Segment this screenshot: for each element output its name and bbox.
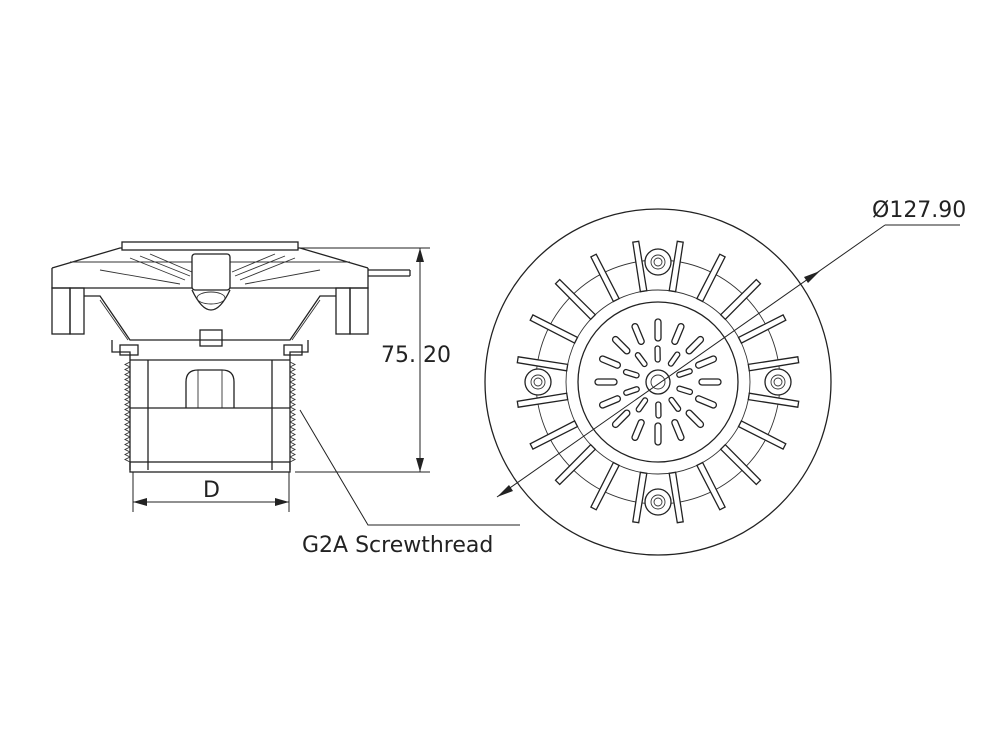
- fin: [529, 420, 579, 450]
- slot: [676, 385, 694, 396]
- radial-fins: [516, 240, 800, 524]
- side-view-posts: [51, 287, 369, 347]
- fin: [696, 253, 726, 303]
- slot: [668, 396, 682, 412]
- slot: [685, 409, 705, 429]
- grate-slots: [594, 318, 722, 446]
- fin: [590, 253, 620, 303]
- slot: [611, 409, 631, 429]
- mount-hole: [644, 488, 672, 516]
- height-dimension: 75. 20: [295, 247, 451, 473]
- mounting-holes: [524, 248, 792, 516]
- fin: [719, 278, 762, 321]
- slot: [631, 322, 645, 346]
- side-view-cap: [51, 241, 411, 311]
- fin: [668, 471, 684, 524]
- fin: [590, 461, 620, 511]
- slot: [667, 351, 681, 367]
- fin: [696, 461, 726, 511]
- slot: [622, 368, 640, 379]
- mount-hole: [764, 368, 792, 396]
- fin: [747, 356, 800, 372]
- center-hub: [645, 369, 671, 395]
- slot: [623, 386, 640, 396]
- side-view: 75. 20 D G2A Screwthread: [51, 241, 520, 558]
- width-dimension: D: [132, 472, 290, 512]
- fin: [719, 443, 762, 486]
- slot: [671, 418, 685, 442]
- diameter-dim-label: Ø127.90: [872, 198, 966, 223]
- slot: [611, 335, 631, 355]
- slot: [694, 355, 718, 369]
- fin: [668, 240, 684, 293]
- slot: [654, 345, 661, 363]
- grate-disc: [577, 301, 739, 463]
- fin: [737, 420, 787, 450]
- fin: [632, 471, 648, 524]
- slot: [655, 401, 662, 419]
- thread-leader: G2A Screwthread: [299, 409, 520, 558]
- slot: [671, 322, 685, 346]
- side-view-body: [111, 340, 309, 473]
- fin: [632, 240, 648, 293]
- height-dim-label: 75. 20: [381, 343, 451, 368]
- slot: [634, 352, 648, 368]
- fin: [554, 443, 597, 486]
- slot: [631, 418, 645, 442]
- thread-note-label: G2A Screwthread: [302, 533, 493, 558]
- slot: [694, 395, 718, 409]
- width-dim-label: D: [203, 478, 220, 503]
- mount-hole: [644, 248, 672, 276]
- slot: [635, 397, 649, 413]
- fin: [529, 314, 579, 344]
- slot: [654, 318, 662, 342]
- slot: [654, 422, 662, 446]
- fin: [737, 314, 787, 344]
- slot: [698, 378, 722, 386]
- slot: [676, 368, 693, 378]
- fin: [747, 392, 800, 408]
- slot: [598, 395, 622, 409]
- top-view: Ø127.90: [484, 198, 966, 556]
- fin: [554, 278, 597, 321]
- mount-hole: [524, 368, 552, 396]
- slot: [598, 355, 622, 369]
- slot: [594, 378, 618, 386]
- fin: [516, 356, 569, 372]
- slot: [685, 335, 705, 355]
- fin: [516, 392, 569, 408]
- outer-rim: [484, 208, 832, 556]
- diameter-dimension: Ø127.90: [496, 198, 966, 498]
